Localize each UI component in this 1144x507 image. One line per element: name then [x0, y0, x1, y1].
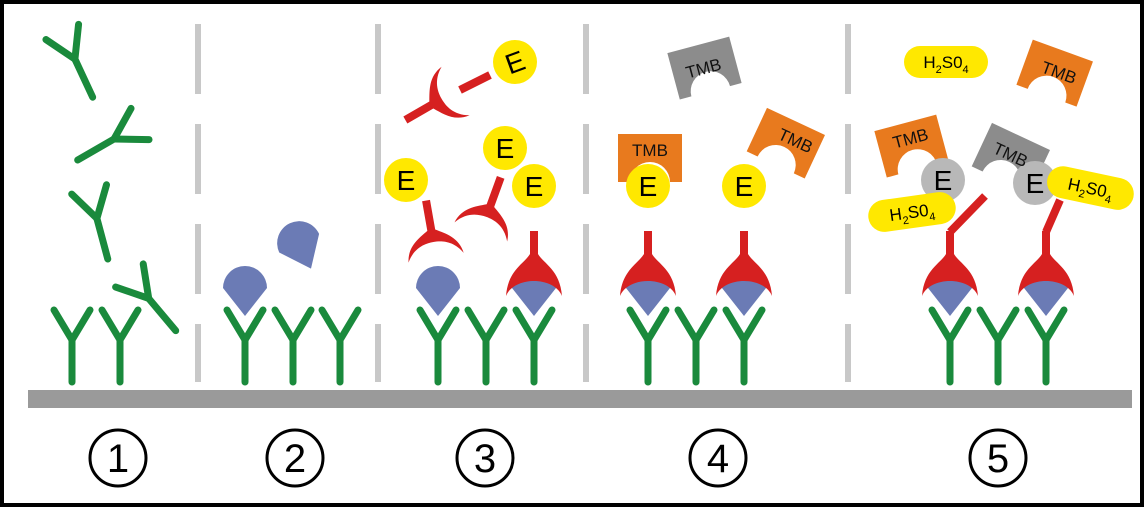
enzyme-markers-step-3: E E E E — [384, 40, 556, 208]
step-number: 4 — [707, 437, 729, 481]
enzyme-label: E — [934, 165, 953, 196]
stop-solution-pill: H2S04 — [1047, 166, 1134, 210]
step-1-panel — [46, 24, 190, 382]
enzyme-label: E — [496, 133, 515, 164]
svg-text:H2S04: H2S04 — [888, 200, 936, 229]
enzyme-label: E — [1026, 168, 1045, 199]
tmb-label: TMB — [632, 141, 668, 160]
step-2-panel — [223, 213, 358, 382]
stop-solution-pill: H2S04 — [868, 192, 956, 232]
step-5-panel: E E TMB TMB TMB H2S04 H2S04 H2S04 — [868, 39, 1134, 382]
stop-solution-pill: H2S04 — [904, 46, 988, 78]
step-numbers: 1 2 3 4 5 — [88, 428, 1028, 488]
svg-text:H2S04: H2S04 — [923, 53, 968, 76]
step-number: 1 — [107, 437, 129, 481]
step-number: 3 — [474, 437, 496, 481]
step-number: 2 — [284, 437, 306, 481]
divider-lines — [195, 24, 851, 382]
enzyme-label: E — [397, 165, 416, 196]
plate-surface — [28, 390, 1132, 408]
enzyme-label: E — [735, 171, 754, 202]
step-3-panel — [391, 66, 562, 382]
step-number: 5 — [987, 437, 1009, 481]
enzyme-label: E — [525, 171, 544, 202]
enzyme-label: E — [639, 171, 658, 202]
step-4-panel: E E TMB TMB TMB — [618, 36, 825, 382]
svg-text:H2S04: H2S04 — [1065, 175, 1114, 207]
